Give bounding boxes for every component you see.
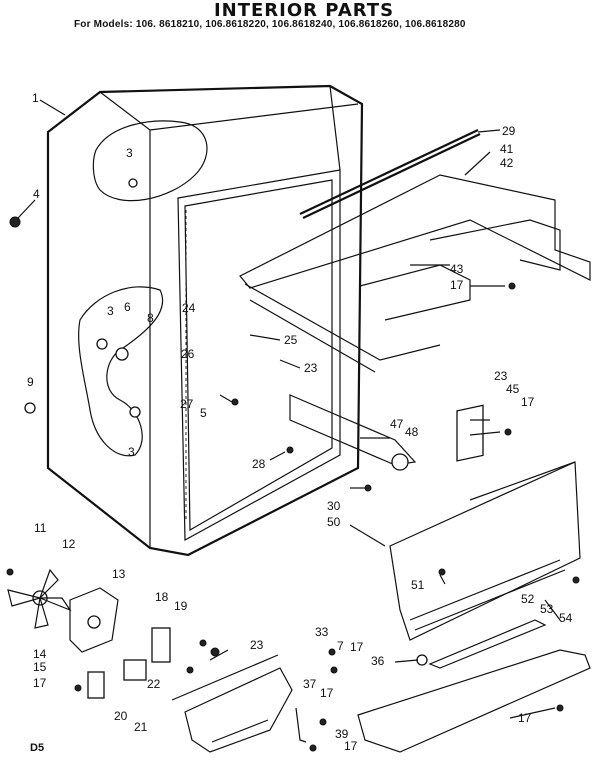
callout-45: 45 <box>506 382 520 396</box>
rear-panel <box>389 461 581 641</box>
callout-17g: 17 <box>344 739 358 753</box>
callout-23a: 23 <box>304 361 318 375</box>
callout-14: 14 <box>33 647 47 661</box>
bracket-22 <box>123 659 147 681</box>
callout-8: 8 <box>147 311 154 325</box>
callout-3c: 3 <box>128 445 135 459</box>
callout-39: 39 <box>335 727 349 741</box>
evaporator-cover <box>171 654 293 753</box>
callout-13: 13 <box>112 567 126 581</box>
callout-17a: 17 <box>450 278 464 292</box>
callout-3b: 3 <box>107 304 114 318</box>
callout-17c: 17 <box>350 640 364 654</box>
callout-54: 54 <box>559 611 573 625</box>
fan-assembly <box>7 568 119 653</box>
base-tray-part <box>357 649 591 753</box>
diagram-code: D5 <box>30 742 45 754</box>
callout-33: 33 <box>315 625 329 639</box>
callout-20: 20 <box>114 709 128 723</box>
callout-18: 18 <box>155 590 169 604</box>
callout-5: 5 <box>200 406 207 420</box>
callout-26: 26 <box>181 347 195 361</box>
callout-23b: 23 <box>494 369 508 383</box>
callout-7: 7 <box>337 639 344 653</box>
callout-21: 21 <box>134 720 148 734</box>
callout-3a: 3 <box>126 146 133 160</box>
gasket-strip-part <box>299 129 481 219</box>
callout-17d: 17 <box>33 676 47 690</box>
callout-17b: 17 <box>521 395 535 409</box>
callout-27: 27 <box>180 397 194 411</box>
callout-28: 28 <box>252 457 266 471</box>
callout-1: 1 <box>32 91 39 105</box>
callout-25: 25 <box>284 333 298 347</box>
callout-41: 41 <box>500 142 514 156</box>
fasteners <box>6 178 580 752</box>
callout-9: 9 <box>27 375 34 389</box>
shelf-frame <box>239 174 591 373</box>
callout-42: 42 <box>500 156 514 170</box>
callout-17f: 17 <box>518 711 532 725</box>
callout-48: 48 <box>405 425 419 439</box>
cabinet-liner <box>46 84 364 557</box>
callout-43: 43 <box>450 262 464 276</box>
callouts: 1 3 4 29 41 42 43 17 3 6 8 24 25 9 26 23… <box>27 91 573 753</box>
callout-30: 30 <box>327 499 341 513</box>
hinge-37 <box>295 707 307 743</box>
callout-12: 12 <box>62 537 76 551</box>
callout-4: 4 <box>33 187 40 201</box>
callout-47: 47 <box>390 417 404 431</box>
page-title: INTERIOR PARTS <box>213 0 395 21</box>
leader-lines <box>17 99 561 719</box>
callout-29: 29 <box>502 124 516 138</box>
bracket-18 <box>151 627 171 663</box>
callout-17e: 17 <box>320 686 334 700</box>
callout-51: 51 <box>411 578 425 592</box>
callout-19: 19 <box>174 599 188 613</box>
small-cover-part <box>456 404 484 462</box>
callout-11: 11 <box>34 521 47 535</box>
callout-37: 37 <box>303 677 317 691</box>
model-list: For Models: 106. 8618210, 106.8618220, 1… <box>74 19 466 30</box>
callout-52: 52 <box>521 592 535 606</box>
callout-23c: 23 <box>250 638 264 652</box>
callout-50: 50 <box>327 515 341 529</box>
callout-36: 36 <box>371 654 385 668</box>
callout-24: 24 <box>182 301 196 315</box>
callout-53: 53 <box>540 602 554 616</box>
callout-15: 15 <box>33 660 47 674</box>
bracket-14 <box>87 671 105 699</box>
callout-6: 6 <box>124 300 131 314</box>
callout-22: 22 <box>147 677 161 691</box>
